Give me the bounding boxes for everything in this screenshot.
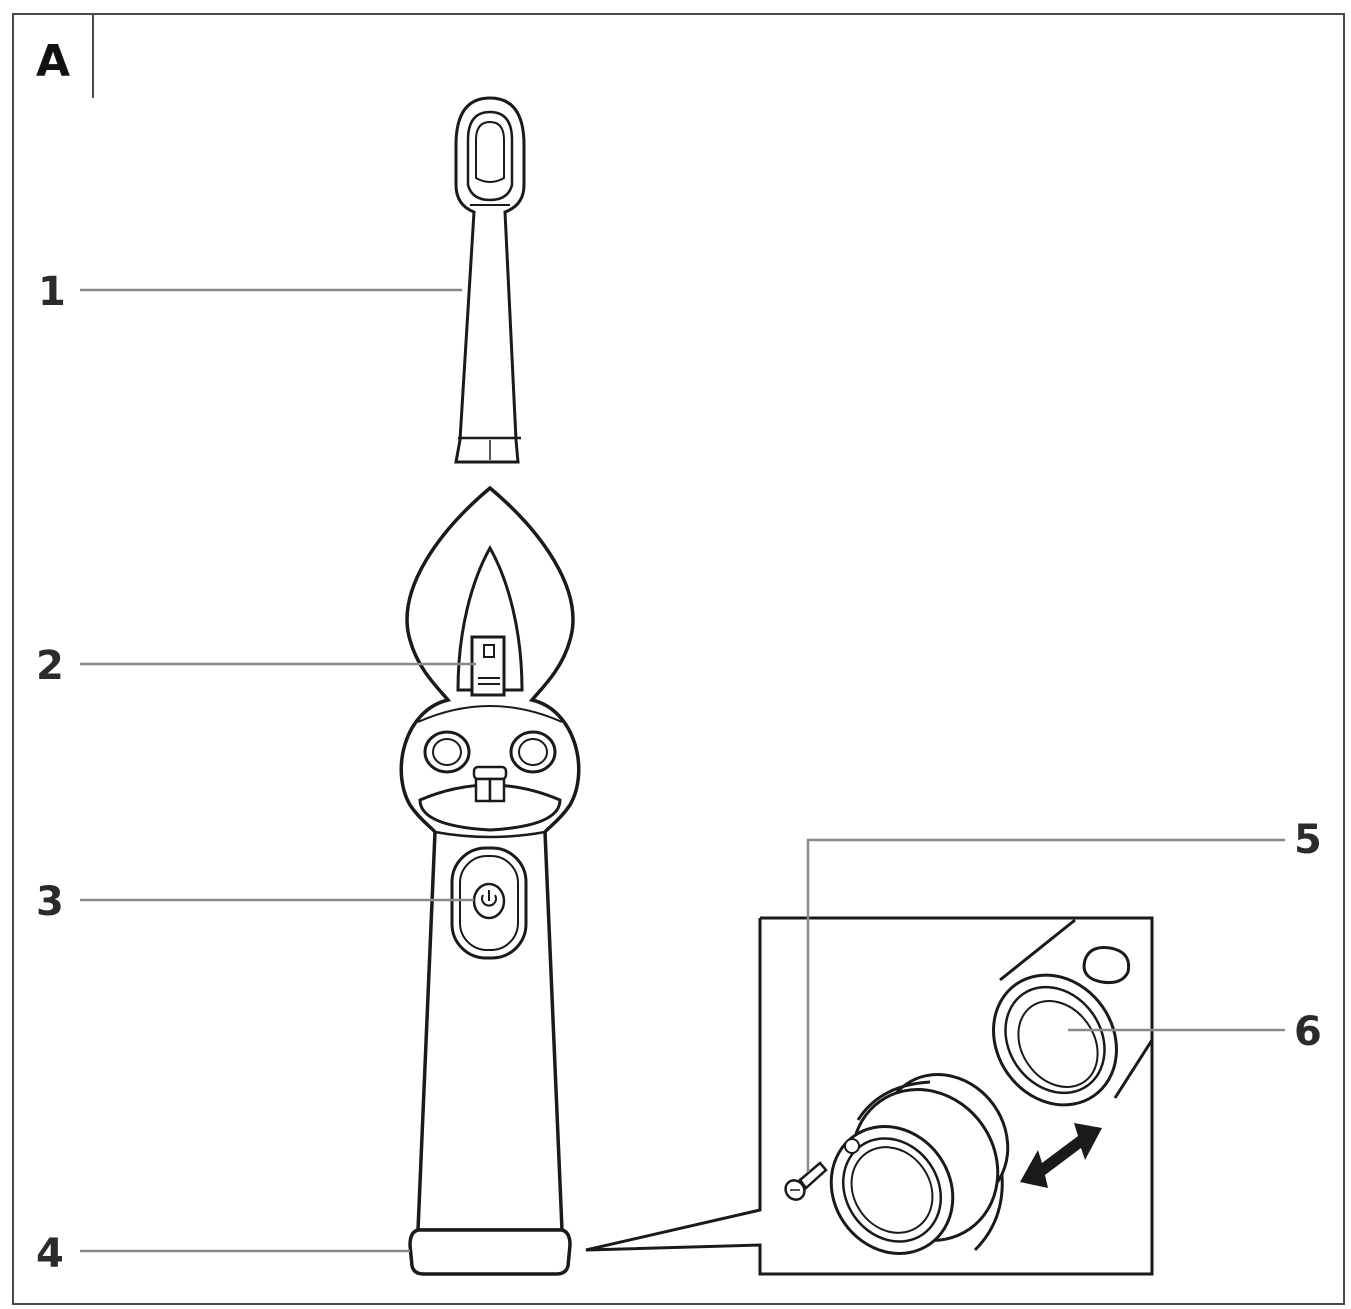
- panel-letter: A: [36, 36, 71, 87]
- callout-1: 1: [38, 269, 66, 315]
- callout-6: 6: [1294, 1009, 1322, 1055]
- callout-3: 3: [36, 879, 64, 925]
- connector-shaft: [470, 635, 506, 697]
- screw: [784, 1161, 828, 1201]
- callout-2: 2: [36, 643, 64, 689]
- power-button: [450, 846, 528, 960]
- detail-cap: [829, 1073, 1010, 1255]
- brush-head: [454, 96, 526, 464]
- power-icon: [481, 894, 497, 907]
- double-arrow-icon: [1020, 1123, 1102, 1188]
- callout-4: 4: [36, 1231, 64, 1277]
- bottom-cap: [408, 1228, 572, 1276]
- leader-lines: [80, 288, 1285, 1253]
- callout-5: 5: [1294, 817, 1322, 863]
- detail-handle-end: [992, 918, 1154, 1107]
